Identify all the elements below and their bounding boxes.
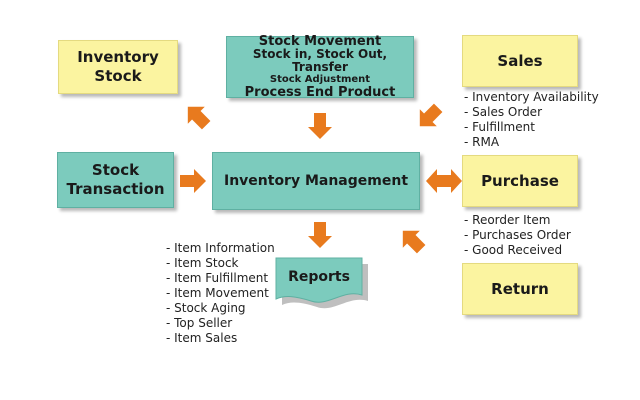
sales-item: - Sales Order bbox=[464, 105, 542, 119]
reports-item: - Item Movement bbox=[166, 286, 269, 300]
arrow-center-purchase-bidirectional bbox=[426, 169, 462, 193]
purchase-item: - Reorder Item bbox=[464, 213, 551, 227]
purchase-item: - Good Received bbox=[464, 243, 563, 257]
reports-node: Reports bbox=[275, 257, 368, 309]
reports-item: - Item Fulfillment bbox=[166, 271, 269, 285]
sales-item: - Inventory Availability bbox=[464, 90, 599, 104]
return-node: Return bbox=[462, 263, 578, 315]
arrow-stock-movement-to-center bbox=[308, 113, 332, 139]
stock-movement-title: Stock Movement bbox=[258, 33, 382, 49]
arrow-return-to-center bbox=[394, 222, 430, 258]
arrow-center-to-reports bbox=[308, 222, 332, 248]
arrow-center-to-inventory-stock bbox=[179, 98, 215, 134]
stock-movement-process: Process End Product bbox=[244, 84, 396, 100]
reports-item: - Item Sales bbox=[166, 331, 238, 345]
inventory-stock-line2: Stock bbox=[94, 67, 142, 85]
sales-node: Sales bbox=[462, 35, 578, 87]
sales-label: Sales bbox=[497, 51, 543, 70]
reports-item: - Top Seller bbox=[166, 316, 233, 330]
reports-item: - Item Information bbox=[166, 241, 275, 255]
stock-transaction-line1: Stock bbox=[91, 161, 140, 179]
reports-items: - Item Information - Item Stock - Item F… bbox=[166, 241, 275, 346]
inventory-stock-line1: Inventory bbox=[77, 48, 159, 66]
stock-movement-detail: Stock in, Stock Out, Transfer bbox=[252, 46, 388, 74]
sales-item: - Fulfillment bbox=[464, 120, 535, 134]
inventory-stock-node: Inventory Stock bbox=[58, 40, 178, 94]
purchase-label: Purchase bbox=[481, 171, 559, 190]
reports-item: - Item Stock bbox=[166, 256, 239, 270]
purchase-item: - Purchases Order bbox=[464, 228, 571, 242]
stock-transaction-line2: Transaction bbox=[66, 180, 165, 198]
stock-movement-adjustment: Stock Adjustment bbox=[269, 73, 371, 85]
reports-item: - Stock Aging bbox=[166, 301, 246, 315]
return-label: Return bbox=[491, 279, 549, 298]
purchase-items: - Reorder Item - Purchases Order - Good … bbox=[464, 213, 571, 258]
arrow-transaction-to-center bbox=[180, 169, 206, 193]
stock-transaction-node: Stock Transaction bbox=[57, 152, 174, 208]
inventory-management-node: Inventory Management bbox=[212, 152, 420, 210]
reports-label: Reports bbox=[288, 269, 350, 285]
inventory-management-label: Inventory Management bbox=[223, 173, 409, 189]
stock-movement-node: Stock Movement Stock in, Stock Out, Tran… bbox=[226, 33, 414, 100]
arrow-sales-to-center bbox=[411, 99, 447, 135]
sales-item: - RMA bbox=[464, 135, 500, 149]
purchase-node: Purchase bbox=[462, 155, 578, 207]
sales-items: - Inventory Availability - Sales Order -… bbox=[464, 90, 599, 150]
